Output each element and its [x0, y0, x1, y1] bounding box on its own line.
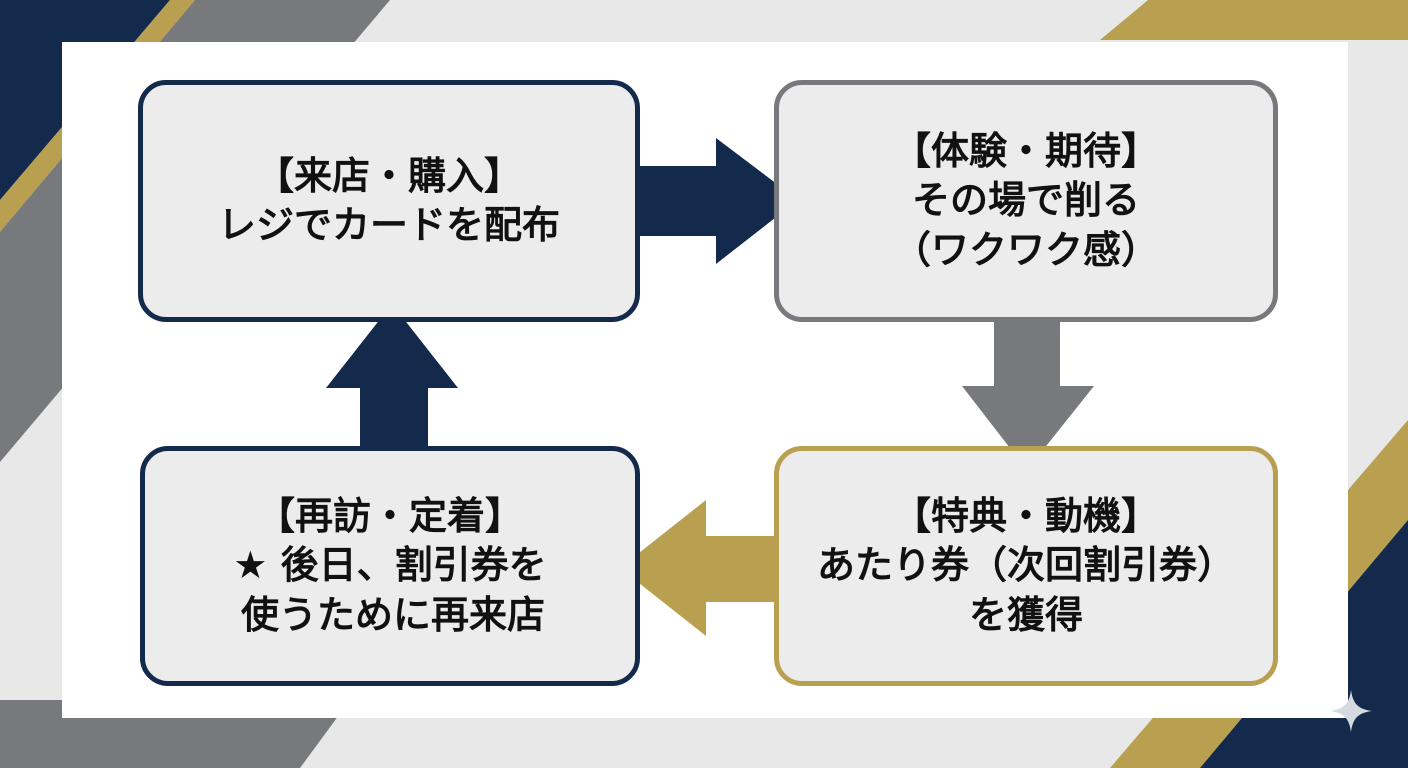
step-description-note: （ワクワク感） — [892, 227, 1159, 272]
sparkle-icon — [1330, 690, 1372, 732]
step-title: 【特典・動機】 — [892, 493, 1159, 538]
step-card-experience-expectation: 【体験・期待】 その場で削る （ワクワク感） — [774, 80, 1278, 322]
step-description: あたり券（次回割引券） — [816, 543, 1235, 588]
step-description: その場で削る — [911, 178, 1140, 223]
step-card-revisit-retention: 【再訪・定着】 ★ 後日、割引券を 使うために再来店 — [140, 446, 640, 686]
step-description-cont: を獲得 — [968, 592, 1083, 637]
step-title: 【来店・購入】 — [255, 153, 522, 198]
step-title: 【体験・期待】 — [892, 128, 1159, 173]
step-description: レジでカードを配布 — [217, 203, 560, 247]
step-card-benefit-motivation: 【特典・動機】 あたり券（次回割引券） を獲得 — [774, 446, 1278, 686]
step-title: 【再訪・定着】 — [256, 493, 523, 538]
step-description: ★ 後日、割引券を — [233, 543, 547, 588]
step-card-visit-purchase: 【来店・購入】 レジでカードを配布 — [138, 80, 640, 322]
step-description-cont: 使うために再来店 — [240, 592, 545, 637]
